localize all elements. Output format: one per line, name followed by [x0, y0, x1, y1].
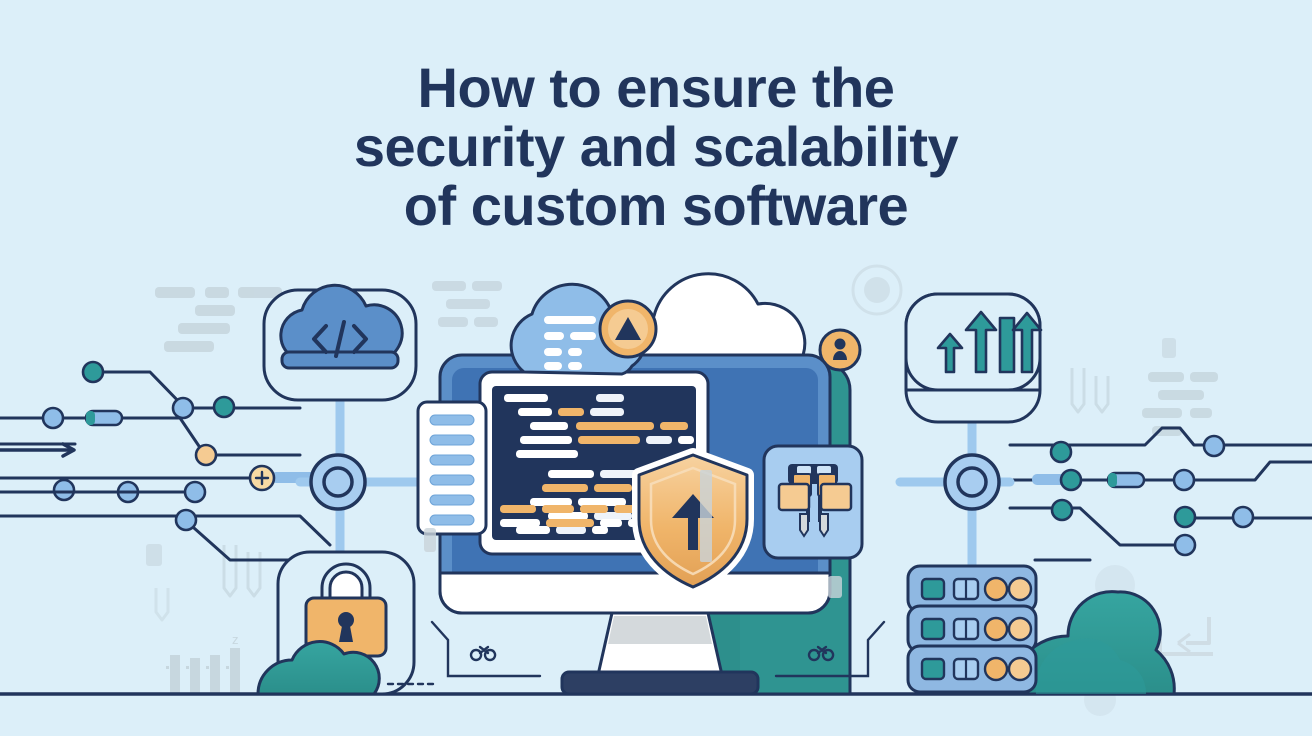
shield-upload-icon[interactable]	[632, 448, 754, 594]
code-lines	[504, 394, 694, 534]
cloud-dashboard-lines	[544, 316, 596, 370]
server-unit[interactable]	[906, 644, 1038, 694]
cloud-code-icon	[262, 283, 418, 402]
hub-node-right[interactable]	[943, 453, 1001, 511]
circuit-nodes-left	[41, 360, 236, 532]
growth-arrows	[936, 310, 1043, 374]
bracket-decor-left	[386, 620, 542, 686]
load-balancer-icon[interactable]	[762, 444, 864, 560]
chevron-decor	[154, 368, 1110, 622]
square-decor	[146, 338, 1176, 566]
user-badge-icon	[818, 328, 862, 372]
circuit-plus-node	[248, 464, 276, 492]
cloud-teal-right	[1008, 590, 1176, 696]
svg-text:z: z	[232, 632, 239, 647]
cloud-upload-button[interactable]	[598, 299, 658, 359]
hub-node-left[interactable]	[309, 453, 367, 511]
server-unit[interactable]	[906, 564, 1038, 614]
code-lines-decor-top-left	[155, 287, 282, 352]
bracket-decor-right	[774, 620, 886, 678]
concentric-circle-decor	[851, 264, 903, 316]
bar-chart-decor-bottom-left: z	[166, 632, 240, 695]
document-list-card[interactable]	[416, 400, 488, 536]
cloud-dashboard-icon[interactable]	[509, 282, 658, 376]
circuit-arrow-marker	[0, 442, 76, 458]
server-stack-icon[interactable]	[906, 564, 1038, 694]
code-bracket-symbol	[312, 320, 368, 358]
document-list-rows	[429, 414, 475, 526]
code-lines-decor-top-center	[432, 281, 502, 327]
circuit-nodes-right	[1049, 434, 1255, 557]
circuit-accent-right	[1032, 471, 1146, 489]
shadow-accents	[424, 470, 842, 598]
cloud-teal-left	[256, 640, 381, 696]
load-balancer-glyph	[777, 464, 853, 538]
growth-chart-icon	[904, 292, 1043, 424]
